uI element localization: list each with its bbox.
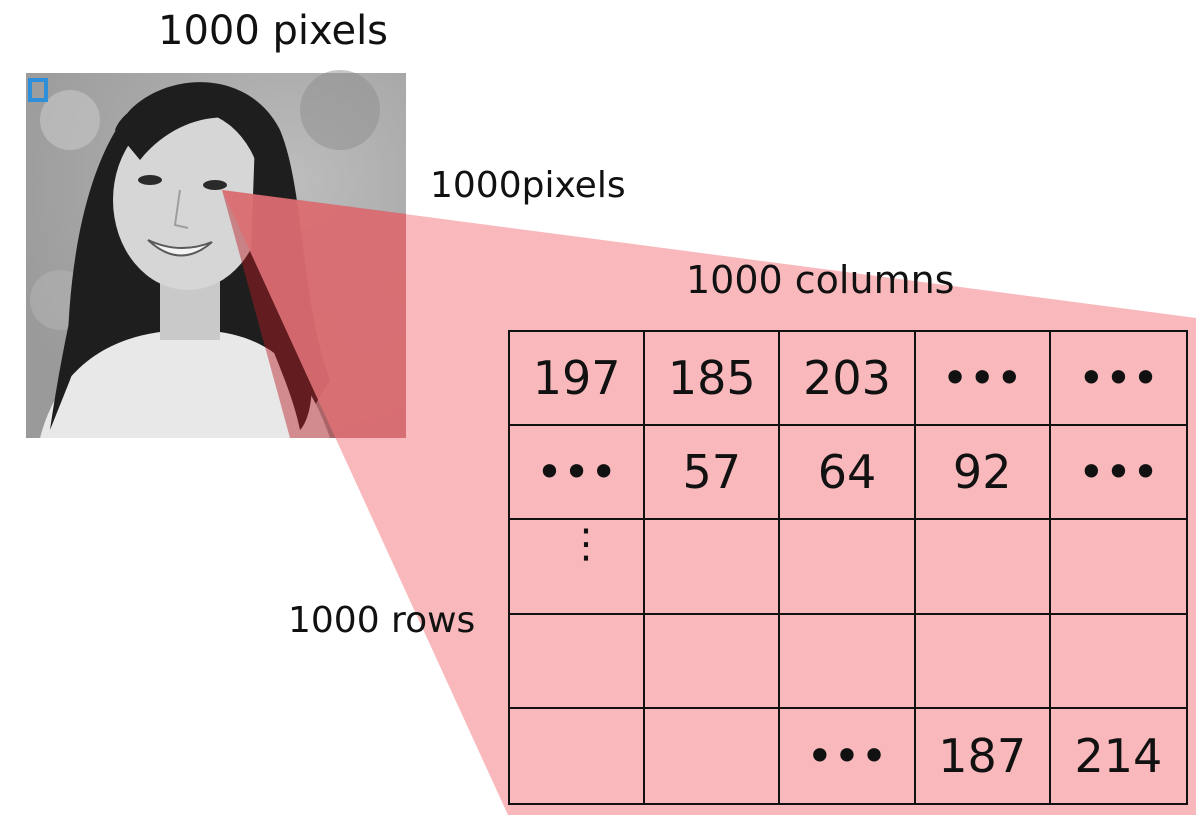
image-width-label: 1000 pixels [158, 8, 389, 54]
grid-cell: 64 [780, 426, 916, 521]
zoom-projection-over-photo [222, 190, 406, 438]
grid-cell: ⋮ [510, 520, 646, 615]
grid-cell: 57 [645, 426, 781, 521]
grid-cell [510, 614, 646, 709]
grid-cell [510, 708, 646, 803]
grid-cell: ••• [510, 426, 646, 521]
image-height-label: 1000pixels [430, 165, 626, 206]
grid-cell: 214 [1074, 728, 1163, 783]
rows-label: 1000 rows [288, 600, 476, 641]
grid-cell [780, 520, 916, 615]
grid-cell [1050, 520, 1186, 615]
grid-cell: 197 [510, 332, 646, 427]
grid-cell [780, 614, 916, 709]
grid-cell: ••• [1050, 332, 1186, 427]
grid-cell: ••• [915, 332, 1051, 427]
selected-pixel-marker [28, 78, 48, 102]
grayscale-portrait-photo [26, 70, 406, 438]
grid-cell [915, 520, 1051, 615]
grid-cell: 92 [915, 426, 1051, 521]
zoom-projection-wedge [222, 190, 1196, 815]
grid-cell [645, 708, 781, 803]
grid-cell: ••• [780, 708, 916, 803]
grid-cell: ••• [1050, 426, 1186, 521]
grid-cell: 203 [780, 332, 916, 427]
grid-cell: 185 [645, 332, 781, 427]
grid-cell: 187 [916, 708, 1051, 803]
grid-cell [1050, 615, 1186, 709]
grid-cell [645, 614, 781, 709]
grid-cell [645, 520, 781, 615]
grid-cell [915, 614, 1051, 709]
columns-label: 1000 columns [686, 258, 955, 302]
